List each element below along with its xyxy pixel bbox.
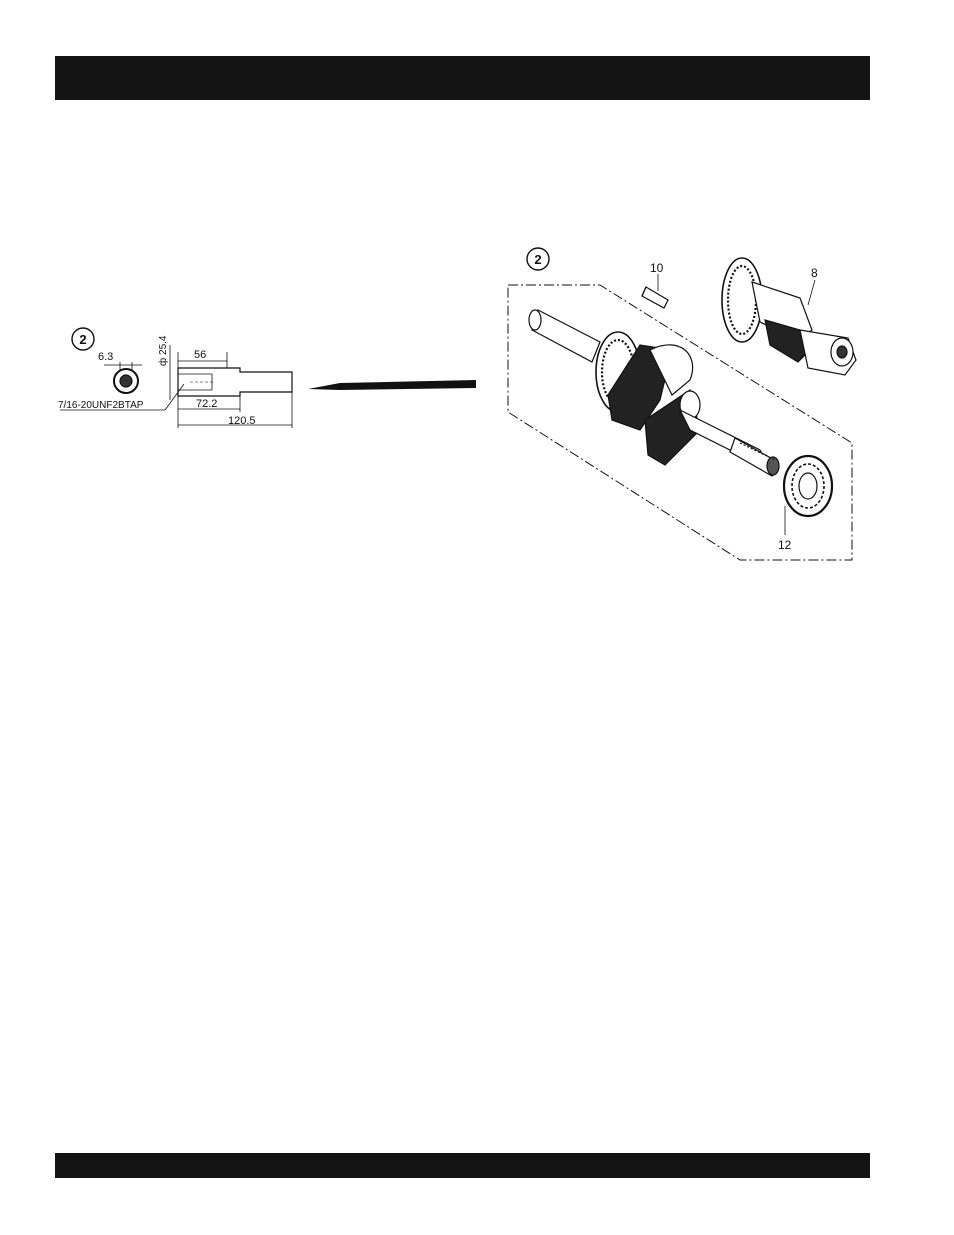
part-number-8: 8 [811, 266, 818, 280]
exploded-callout-number: 2 [534, 252, 541, 267]
dim-120-5: 120.5 [228, 415, 256, 427]
dim-56: 56 [194, 349, 206, 361]
crankshaft-detail-view [60, 328, 292, 428]
dim-6-3: 6.3 [98, 351, 113, 363]
exploded-view [508, 248, 856, 560]
part-number-10: 10 [650, 261, 664, 275]
detail-callout-number: 2 [79, 332, 86, 347]
shaft-tap-hole [120, 375, 132, 387]
arrow-left-icon [308, 380, 476, 390]
bearing [784, 456, 832, 516]
thread-spec-label: 7/16-20UNF2BTAP [58, 400, 144, 411]
dim-diameter-25-4: ф 25.4 [157, 335, 169, 366]
part-number-12: 12 [778, 538, 792, 552]
woodruff-key [642, 287, 668, 308]
camshaft-assembly [722, 258, 856, 375]
dim-72-2: 72.2 [196, 398, 217, 410]
